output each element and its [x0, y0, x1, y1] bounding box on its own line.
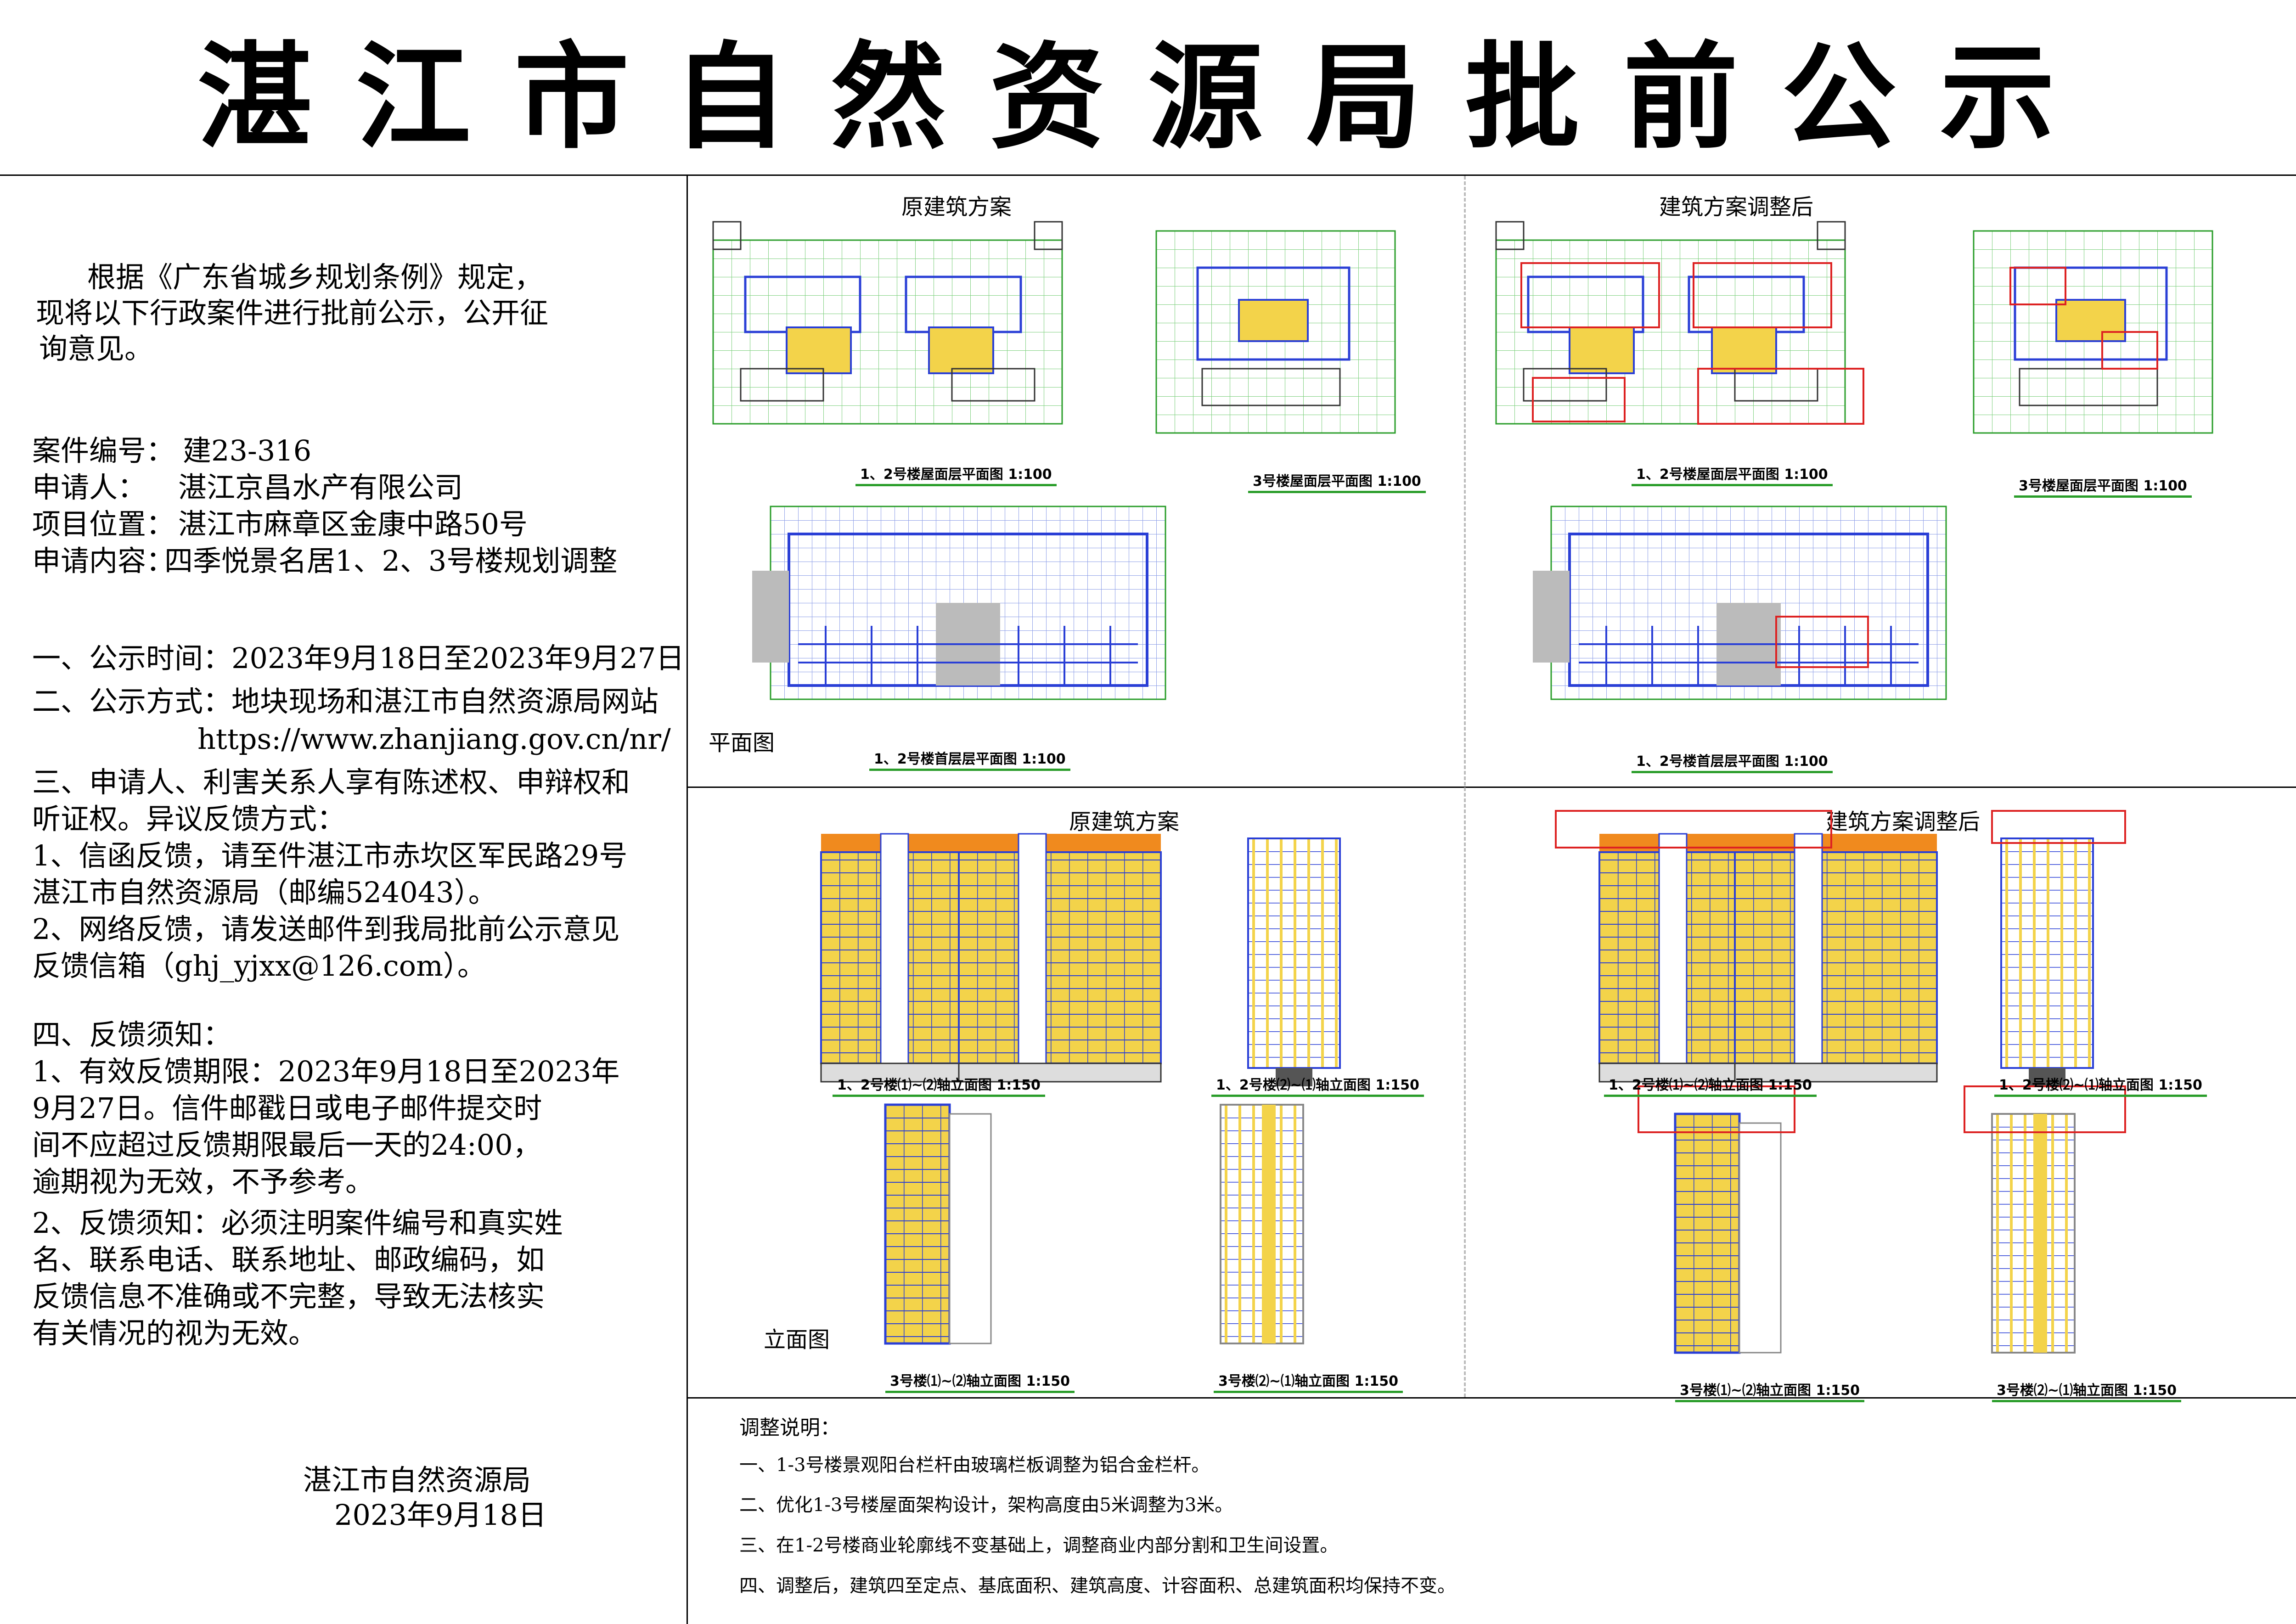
section-4-line-6: 2、反馈须知：必须注明案件编号和真实姓 [32, 1206, 563, 1240]
caption-elev-12a-adjusted: 1、2号楼⑴~⑵轴立面图 1:150 [1604, 1073, 1817, 1097]
section-4-line-3: 9月27日。信件邮戳日或电子邮件提交时 [32, 1091, 542, 1125]
section-4-line-4: 间不应超过反馈期限最后一天的24:00， [32, 1128, 541, 1162]
plan-original-ground-12 [752, 506, 1165, 699]
case-no: 建23-316 [183, 434, 312, 467]
plan-drawings [688, 176, 2296, 787]
section-3-line-3: 1、信函反馈，请至件湛江市赤坎区军民路29号 [32, 839, 628, 872]
section-3-line-5: 2、网络反馈，请发送邮件到我局批前公示意见 [32, 912, 620, 946]
intro-line-2: 现将以下行政案件进行批前公示，公开征 [36, 296, 549, 330]
caption-elev-12b-adjusted: 1、2号楼⑵~⑴轴立面图 1:150 [1994, 1073, 2207, 1097]
section-1: 一、公示时间：2023年9月18日至2023年9月27日 [32, 641, 685, 675]
content-label: 申请内容： [32, 544, 175, 578]
elevation-drawings [820, 810, 2126, 1399]
elevation-adjusted-heading: 建筑方案调整后 [1826, 809, 1981, 835]
note-item-2: 二、优化1-3号楼屋面架构设计，架构高度由5米调整为3米。 [739, 1495, 1233, 1516]
plan-adjusted-heading: 建筑方案调整后 [1659, 194, 1814, 220]
caption-elev-12b-original: 1、2号楼⑵~⑴轴立面图 1:150 [1211, 1073, 1424, 1097]
location-label: 项目位置： [32, 507, 175, 541]
caption-ground-12-adjusted: 1、2号楼首层层平面图 1:100 [1632, 750, 1833, 773]
caption-roof-3-adjusted: 3号楼屋面层平面图 1:100 [2014, 474, 2192, 498]
caption-roof-12-adjusted: 1、2号楼屋面层平面图 1:100 [1632, 463, 1833, 486]
section-3-line-4: 湛江市自然资源局（邮编524043）。 [32, 876, 497, 909]
applicant-label: 申请人： [32, 471, 146, 504]
section-4-line-9: 有关情况的视为无效。 [32, 1316, 317, 1350]
plan-original-roof-3 [1156, 231, 1395, 433]
location: 湛江市麻章区金康中路50号 [178, 507, 528, 541]
elevation-adjusted-12-tower-b [1734, 833, 1938, 1083]
elevation-original-12-side [1247, 837, 1341, 1087]
caption-elev-3a-adjusted: 3号楼⑴~⑵轴立面图 1:150 [1675, 1379, 1864, 1402]
note-item-3: 三、在1-2号楼商业轮廓线不变基础上，调整商业内部分割和卫生间设置。 [739, 1535, 1339, 1556]
caption-elev-3a-original: 3号楼⑴~⑵轴立面图 1:150 [885, 1370, 1075, 1393]
section-4-line-1: 四、反馈须知： [32, 1018, 232, 1051]
section-4-line-2: 1、有效反馈期限：2023年9月18日至2023年 [32, 1055, 620, 1088]
plan-adjusted-roof-3 [1974, 231, 2212, 433]
caption-elev-3b-original: 3号楼⑵~⑴轴立面图 1:150 [1214, 1370, 1403, 1393]
caption-elev-3b-adjusted: 3号楼⑵~⑴轴立面图 1:150 [1992, 1379, 2181, 1402]
section-3-line-2: 听证权。异议反馈方式： [32, 802, 346, 836]
adjustment-markups-plan [1520, 262, 2158, 668]
elevation-adjusted-3-front [1675, 1114, 1781, 1353]
left-text-panel: 根据《广东省城乡规划条例》规定， 现将以下行政案件进行批前公示，公开征 询意见。… [0, 176, 688, 1624]
caption-elev-12a-original: 1、2号楼⑴~⑵轴立面图 1:150 [833, 1073, 1045, 1097]
case-no-label: 案件编号： [32, 434, 175, 467]
section-3-line-1: 三、申请人、利害关系人享有陈述权、申辩权和 [32, 765, 630, 799]
title-bar: 湛江市自然资源局批前公示 [0, 0, 2296, 176]
elevation-original-12-tower-b [958, 833, 1162, 1083]
application-content: 四季悦景名居1、2、3号楼规划调整 [164, 544, 618, 578]
elevation-label: 立面图 [764, 1327, 830, 1353]
caption-roof-12-original: 1、2号楼屋面层平面图 1:100 [855, 463, 1057, 486]
plan-adjusted-ground-12 [1533, 506, 1946, 699]
divider-original-adjusted [1464, 176, 1466, 1397]
divider-plan-elevation [688, 787, 2296, 788]
website-url: https://www.zhanjiang.gov.cn/nr/ [197, 722, 671, 756]
page-title: 湛江市自然资源局批前公示 [197, 31, 2099, 164]
plan-adjusted-roof-12 [1496, 222, 1845, 424]
applicant: 湛江京昌水产有限公司 [178, 471, 463, 504]
note-item-4: 四、调整后，建筑四至定点、基底面积、建筑高度、计容面积、总建筑面积均保持不变。 [739, 1575, 1456, 1596]
divider-elevation-notes [688, 1397, 2296, 1399]
elevation-adjusted-12-side [2000, 837, 2094, 1087]
intro-line-3: 询意见。 [39, 332, 153, 365]
elevation-original-heading: 原建筑方案 [1069, 809, 1180, 835]
elevation-original-3-front [885, 1105, 991, 1343]
adjustment-markups-elevation [1555, 810, 2126, 1133]
signature-date: 2023年9月18日 [334, 1498, 547, 1532]
note-item-1: 一、1-3号楼景观阳台栏杆由玻璃栏板调整为铝合金栏杆。 [739, 1455, 1210, 1476]
section-3-line-6: 反馈信箱（ghj_yjxx@126.com）。 [32, 949, 486, 983]
notes-title: 调整说明： [739, 1416, 840, 1439]
plan-label: 平面图 [709, 730, 775, 756]
plan-original-roof-12 [713, 222, 1062, 424]
signature-org: 湛江市自然资源局 [303, 1463, 531, 1497]
section-4-line-8: 反馈信息不准确或不完整，导致无法核实 [32, 1280, 545, 1313]
drawings-panel: 原建筑方案 建筑方案调整后 平面图 原建筑方案 建筑方案调整后 立面图 [688, 176, 2296, 1624]
plan-original-heading: 原建筑方案 [901, 194, 1012, 220]
section-4-line-5: 逾期视为无效，不予参考。 [32, 1165, 374, 1198]
intro-line-1: 根据《广东省城乡规划条例》规定， [87, 260, 543, 294]
caption-roof-3-original: 3号楼屋面层平面图 1:100 [1248, 470, 1426, 493]
elevation-adjusted-3-side [1991, 1113, 2076, 1354]
section-4-line-7: 名、联系电话、联系地址、邮政编码，如 [32, 1243, 545, 1276]
caption-ground-12-original: 1、2号楼首层层平面图 1:100 [869, 747, 1070, 771]
elevation-original-3-side [1220, 1104, 1304, 1344]
section-2: 二、公示方式：地块现场和湛江市自然资源局网站 [32, 685, 659, 718]
